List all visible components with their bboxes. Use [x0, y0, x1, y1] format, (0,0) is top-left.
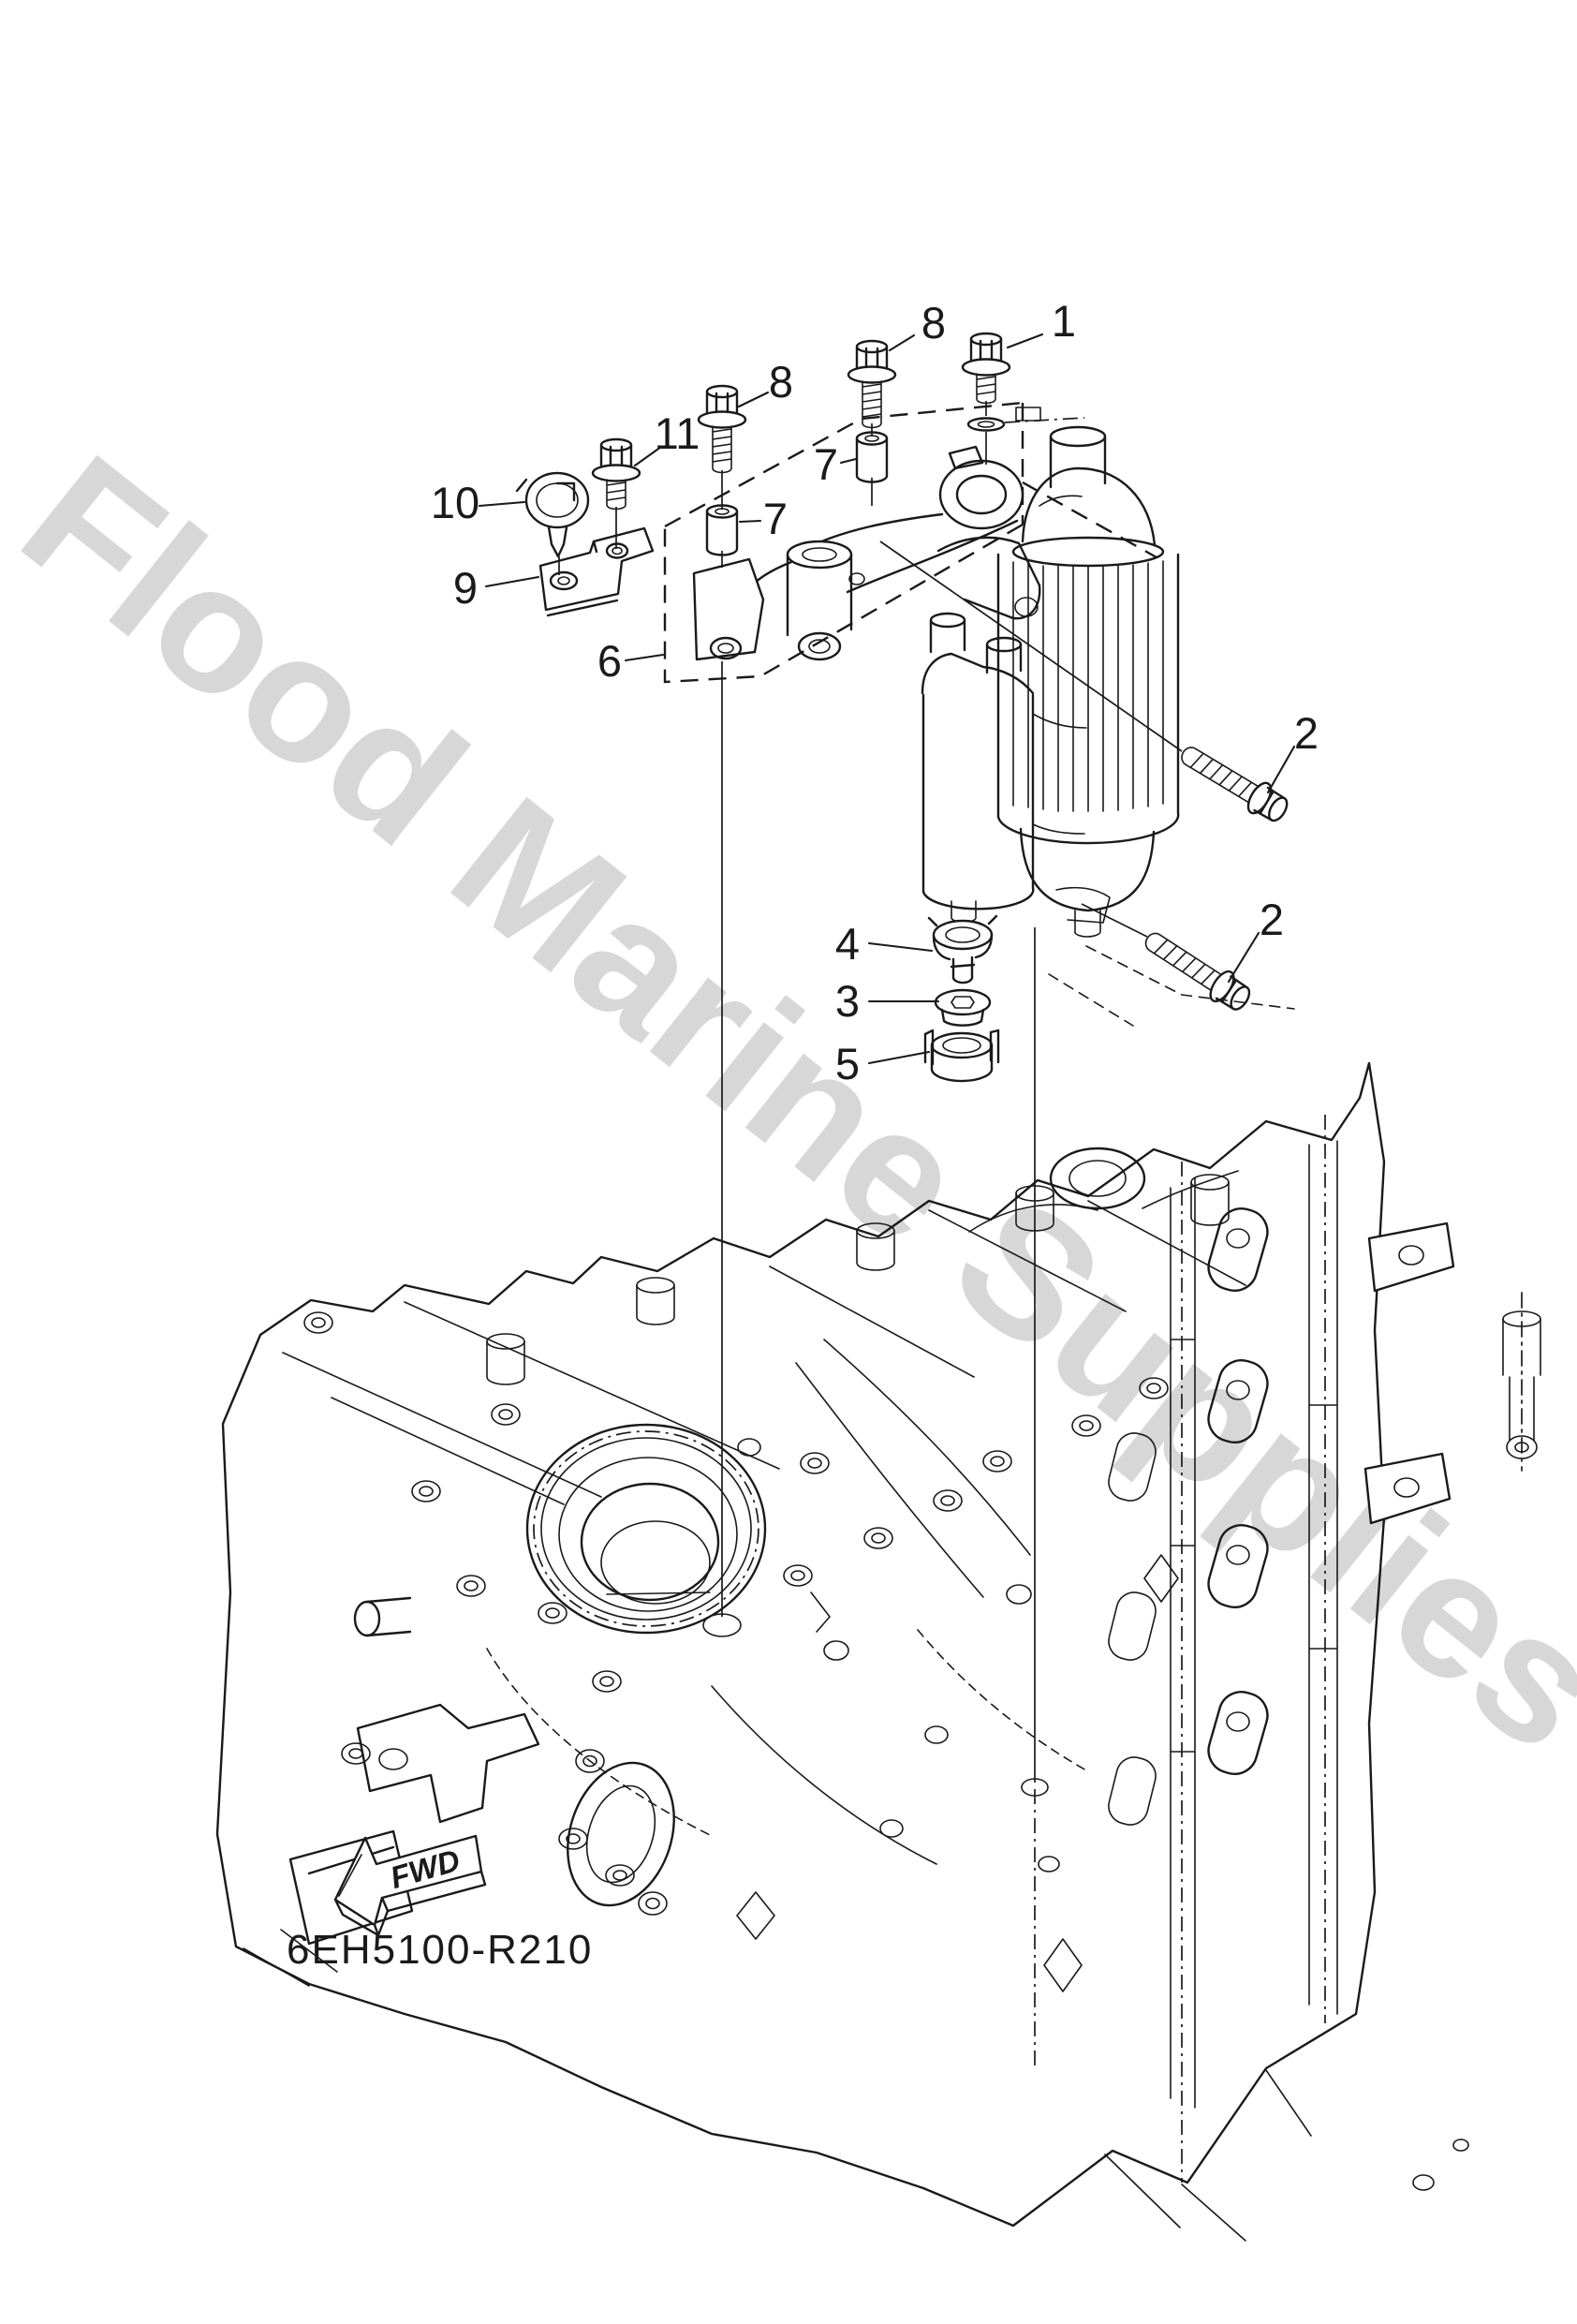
right-tab-upper	[1367, 1221, 1455, 1293]
callout-4: 4	[835, 919, 860, 969]
plate-9	[538, 526, 655, 617]
callout-7-left: 7	[763, 494, 788, 543]
bolt-8-left	[697, 384, 747, 474]
engine-block	[215, 1061, 1541, 2242]
crankcase-bore	[525, 1423, 831, 1635]
callout-10: 10	[431, 478, 479, 527]
damper-10	[515, 471, 590, 558]
callout-5: 5	[835, 1039, 860, 1088]
fwd-arrow: FWD	[333, 1834, 487, 1937]
callout-leaders	[478, 333, 1296, 1065]
bolt-11	[591, 437, 641, 511]
callout-11: 11	[655, 408, 700, 458]
spacer-7-left	[705, 504, 739, 556]
callout-8-left: 8	[769, 357, 793, 407]
callout-3: 3	[835, 976, 860, 1026]
assembly-lines	[558, 401, 1183, 1783]
right-linkage	[1502, 1292, 1541, 1472]
breather-4	[927, 914, 998, 984]
right-tab-lower	[1363, 1452, 1452, 1525]
oval-flange	[567, 1761, 675, 1907]
callouts: 8 1 8 11 7 7 10 9 6 2 2 4 3 5	[431, 296, 1319, 1088]
deck-cylinders	[486, 1174, 1230, 1385]
bolt2-lower-axis-line	[1081, 903, 1148, 938]
callout-6: 6	[597, 636, 622, 686]
bolt2-upper-axis-line	[879, 540, 1183, 752]
callout-2-lower: 2	[1260, 895, 1284, 944]
callout-1: 1	[1052, 296, 1076, 346]
callout-2-upper: 2	[1294, 708, 1319, 758]
bolt-1	[961, 332, 1011, 405]
group-6-dashed-box	[663, 401, 1024, 684]
clamp-5	[923, 1029, 1000, 1083]
callout-8-right: 8	[921, 298, 946, 348]
part-code: 6EH5100-R210	[287, 1927, 593, 1973]
washer-1	[966, 407, 1085, 432]
bolt-8-right	[847, 339, 897, 429]
bracket-assembly	[663, 401, 1157, 684]
spacer-7-right	[855, 431, 889, 483]
callout-7-right: 7	[814, 439, 838, 489]
rocker-lobes	[1108, 1207, 1269, 1826]
grommet-3	[934, 988, 992, 1027]
bolt-2-upper	[1173, 736, 1294, 829]
callout-9: 9	[453, 563, 478, 613]
